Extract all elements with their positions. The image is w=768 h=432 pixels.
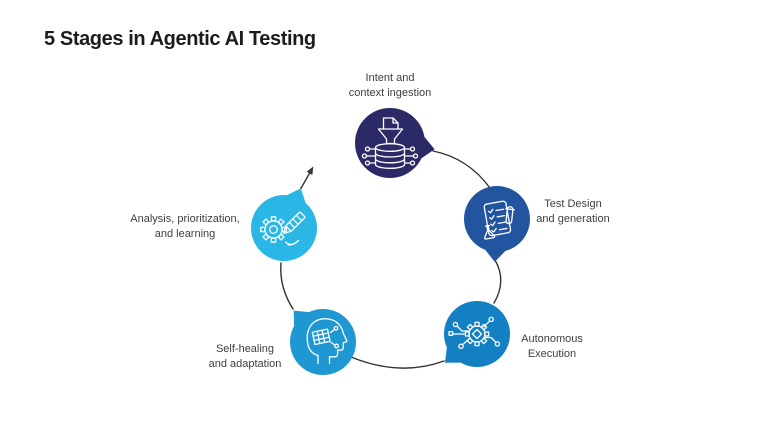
cycle-arrowhead-icon — [306, 166, 314, 175]
connector-intent-to-testdesign — [432, 150, 491, 189]
stage-label-execution: Autonomous Execution — [521, 333, 583, 360]
stage-label-testdesign: Test Design and generation — [536, 198, 610, 225]
connector-execution-to-selfhealing — [350, 356, 445, 369]
page-title: 5 Stages in Agentic AI Testing — [44, 28, 316, 50]
stage-node-intent — [355, 108, 435, 178]
stage-node-analysis — [251, 188, 317, 261]
cycle-arrow-line — [299, 172, 311, 191]
gear-with-circuit-icon — [448, 316, 501, 350]
gear-and-pencil-icon — [260, 211, 306, 246]
stage-circle — [464, 186, 530, 252]
connectors — [280, 150, 502, 369]
stage-label-selfhealing: Self-healing and adaptation — [208, 343, 282, 370]
connector-selfhealing-to-analysis — [280, 262, 294, 310]
stage-circle — [444, 301, 510, 367]
stage-node-selfhealing — [290, 309, 356, 375]
funnel-into-database-icon — [361, 117, 419, 169]
stage-tail — [286, 188, 306, 204]
stage-tail — [485, 249, 506, 262]
stage-node-execution — [444, 301, 510, 367]
head-with-chip-icon — [306, 318, 348, 365]
stage-label-intent: Intent and context ingestion — [348, 72, 432, 99]
stage-node-testdesign — [464, 186, 530, 262]
checklist-and-flask-icon — [483, 200, 515, 240]
connector-testdesign-to-execution — [493, 259, 502, 304]
stage-label-analysis: Analysis, prioritization, and learning — [130, 213, 240, 240]
